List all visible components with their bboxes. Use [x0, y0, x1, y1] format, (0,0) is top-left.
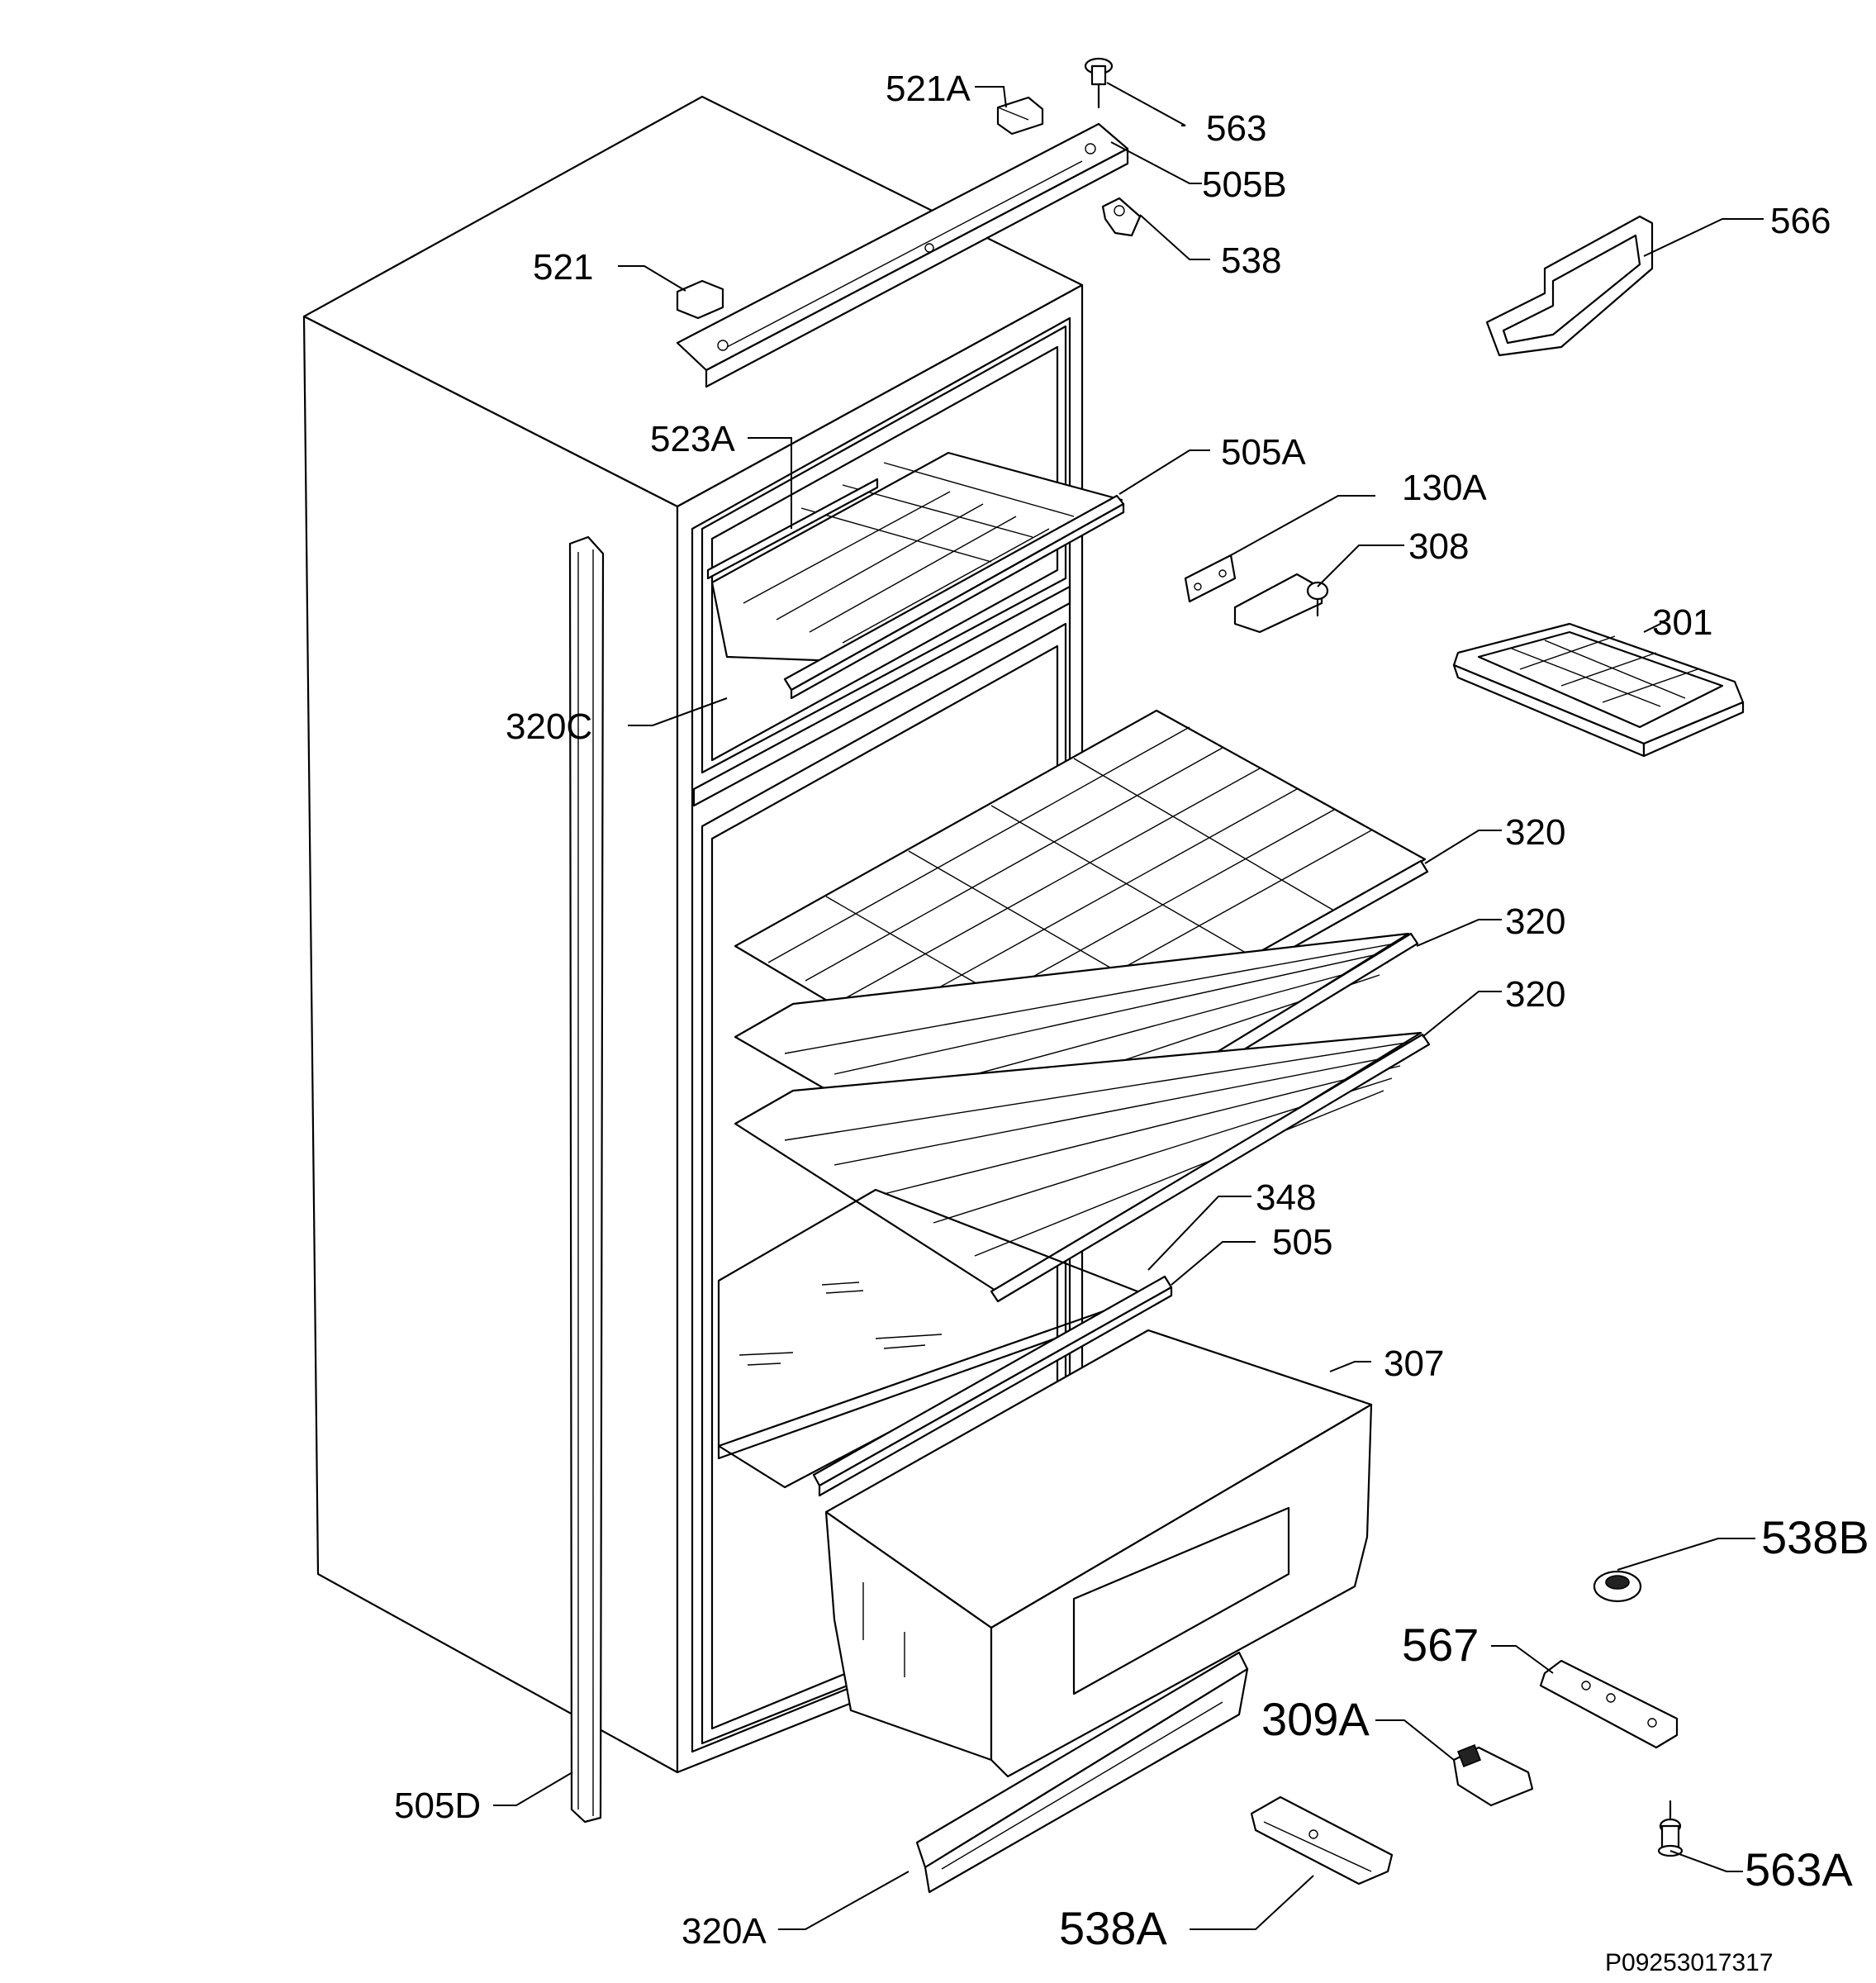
clip-309A	[1452, 1743, 1534, 1807]
label-505D: 505D	[394, 1786, 481, 1826]
hinge-pin-563A	[1657, 1800, 1684, 1857]
label-301: 301	[1652, 602, 1712, 643]
freezer-strip-505A	[783, 494, 1125, 700]
plate-130A	[1184, 554, 1237, 603]
label-567: 567	[1402, 1619, 1479, 1671]
drawing-code: P09253017317	[1605, 1949, 1774, 1976]
hinge-308	[1233, 573, 1329, 634]
label-521A: 521A	[886, 69, 971, 109]
hinge-cover-521A	[996, 96, 1044, 136]
label-538A: 538A	[1059, 1902, 1167, 1954]
bracket-538	[1101, 197, 1142, 237]
freezer-compartment	[701, 325, 1067, 774]
door-gasket-strip	[568, 535, 605, 1824]
label-566: 566	[1770, 201, 1831, 241]
label-505B: 505B	[1202, 164, 1287, 205]
hinge-plate-567	[1539, 1659, 1679, 1749]
hinge-pin-563	[1084, 57, 1114, 109]
label-320A: 320A	[682, 1911, 767, 1952]
bracket-538A	[1250, 1795, 1394, 1886]
freezer-shelf	[706, 451, 1123, 663]
label-523A: 523A	[650, 419, 735, 459]
label-538: 538	[1221, 240, 1281, 281]
label-563: 563	[1206, 108, 1266, 149]
label-320-upper: 320	[1505, 812, 1565, 853]
label-538B: 538B	[1761, 1511, 1869, 1563]
ice-scraper-566	[1485, 215, 1654, 357]
leader-lines	[493, 82, 1764, 1930]
label-308: 308	[1408, 526, 1469, 567]
bottom-grille	[915, 1651, 1249, 1894]
cap-521	[676, 279, 724, 320]
cap-538B	[1593, 1570, 1642, 1603]
label-505A: 505A	[1221, 432, 1306, 473]
wire-shelf-lower	[734, 1031, 1431, 1303]
part-labels: 521A 563 505B 538 521 566 523A 505A 130A…	[394, 69, 1869, 1954]
glass-shelf-trim	[812, 1275, 1173, 1497]
crisper-drawer	[824, 1329, 1373, 1778]
label-309A: 309A	[1261, 1693, 1370, 1745]
label-505: 505	[1272, 1222, 1332, 1263]
label-320-middle: 320	[1505, 901, 1565, 942]
label-348: 348	[1256, 1177, 1316, 1218]
label-307: 307	[1384, 1343, 1444, 1384]
ice-tray-301	[1452, 622, 1745, 758]
label-521: 521	[533, 247, 593, 288]
label-563A: 563A	[1745, 1843, 1853, 1895]
label-130A: 130A	[1402, 468, 1487, 508]
label-320C: 320C	[506, 706, 592, 747]
label-320-lower: 320	[1505, 974, 1565, 1015]
top-hinge-bar	[676, 122, 1129, 388]
